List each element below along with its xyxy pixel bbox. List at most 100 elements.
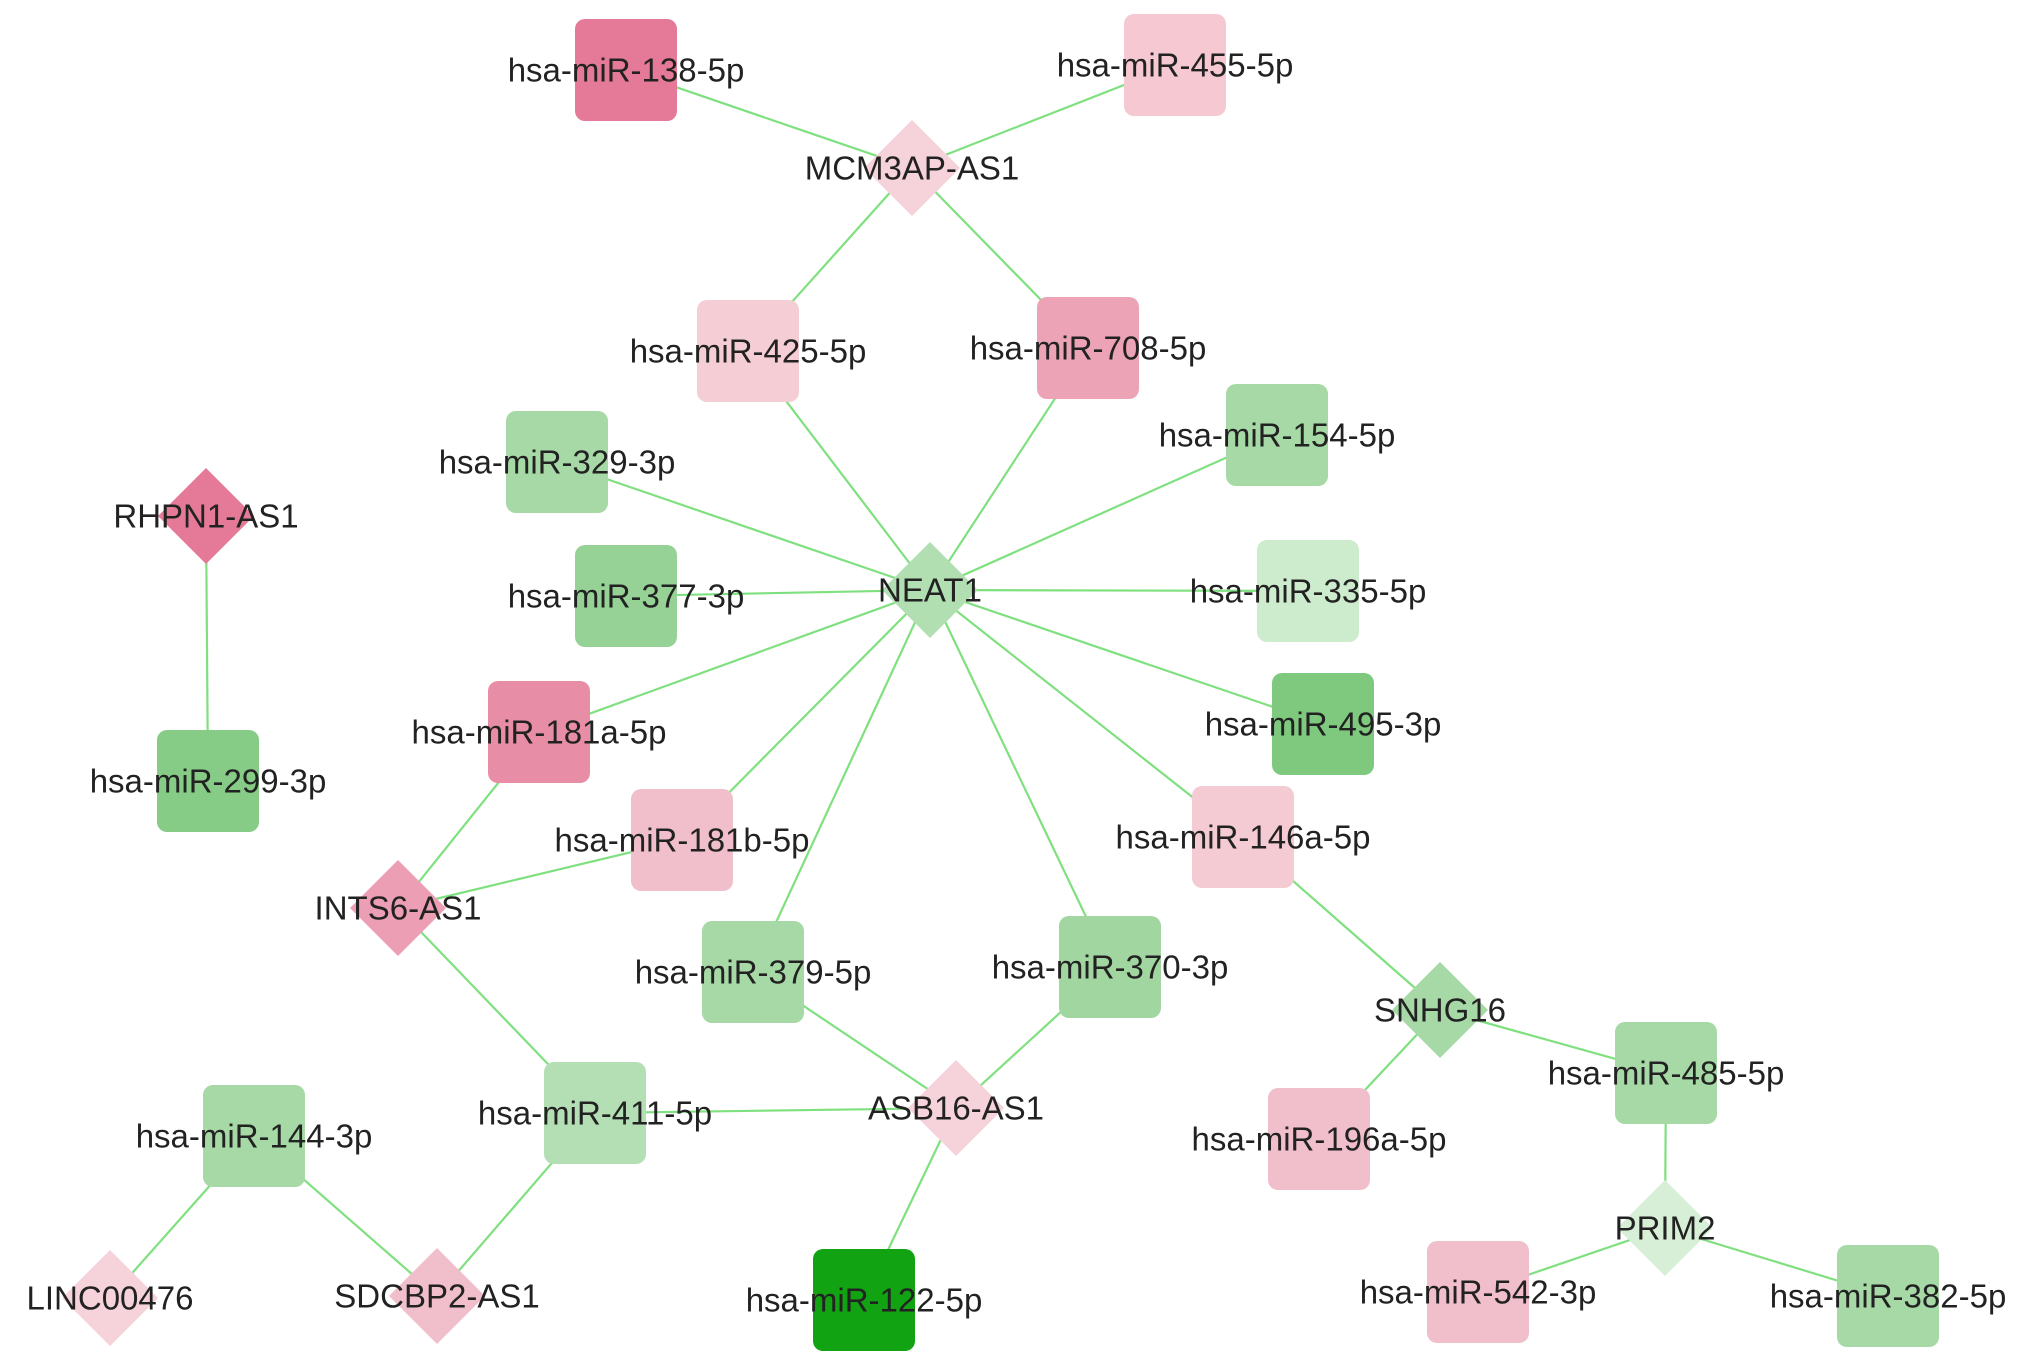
node-label-m329: hsa-miR-329-3p xyxy=(439,444,676,481)
node-label-m411: hsa-miR-411-5p xyxy=(478,1095,712,1132)
node-label-mcm3ap: MCM3AP-AS1 xyxy=(805,150,1020,187)
node-m146a[interactable]: hsa-miR-146a-5p xyxy=(1116,786,1371,888)
mirna-square-m370 xyxy=(1059,916,1161,1018)
mirna-square-m146a xyxy=(1192,786,1294,888)
node-label-snhg16: SNHG16 xyxy=(1374,992,1506,1029)
node-m329[interactable]: hsa-miR-329-3p xyxy=(439,411,676,513)
node-m382[interactable]: hsa-miR-382-5p xyxy=(1770,1245,2007,1347)
node-ints6[interactable]: INTS6-AS1 xyxy=(315,860,482,956)
node-label-m382: hsa-miR-382-5p xyxy=(1770,1278,2007,1315)
lncrna-diamond-asb16 xyxy=(908,1060,1004,1156)
node-m370[interactable]: hsa-miR-370-3p xyxy=(992,916,1229,1018)
node-label-m485: hsa-miR-485-5p xyxy=(1548,1055,1785,1092)
node-label-m144: hsa-miR-144-3p xyxy=(136,1118,373,1155)
node-label-m370: hsa-miR-370-3p xyxy=(992,949,1229,986)
mirna-square-m708 xyxy=(1037,297,1139,399)
node-label-asb16: ASB16-AS1 xyxy=(868,1090,1044,1127)
node-m181b[interactable]: hsa-miR-181b-5p xyxy=(555,789,810,891)
node-label-linc00476: LINC00476 xyxy=(27,1280,194,1317)
node-asb16[interactable]: ASB16-AS1 xyxy=(868,1060,1044,1156)
node-label-m425: hsa-miR-425-5p xyxy=(630,333,867,370)
lncrna-diamond-linc00476 xyxy=(62,1250,158,1346)
node-prim2[interactable]: PRIM2 xyxy=(1615,1180,1716,1276)
edge-m495-neat1 xyxy=(929,588,1324,726)
mirna-square-m485 xyxy=(1615,1022,1717,1124)
node-label-neat1: NEAT1 xyxy=(878,572,982,609)
node-linc00476[interactable]: LINC00476 xyxy=(27,1250,194,1346)
node-label-m181a: hsa-miR-181a-5p xyxy=(412,714,667,751)
node-label-sdcbp2: SDCBP2-AS1 xyxy=(334,1278,539,1315)
mirna-square-m382 xyxy=(1837,1245,1939,1347)
node-m196a[interactable]: hsa-miR-196a-5p xyxy=(1192,1088,1447,1190)
mirna-square-m299 xyxy=(157,730,259,832)
mirna-square-m495 xyxy=(1272,673,1374,775)
node-label-rhpn1: RHPN1-AS1 xyxy=(113,498,298,535)
mirna-square-m122 xyxy=(813,1249,915,1351)
node-rhpn1[interactable]: RHPN1-AS1 xyxy=(113,468,299,564)
node-m181a[interactable]: hsa-miR-181a-5p xyxy=(412,681,667,783)
node-m144[interactable]: hsa-miR-144-3p xyxy=(136,1085,373,1187)
lncrna-diamond-sdcbp2 xyxy=(389,1248,485,1344)
node-m708[interactable]: hsa-miR-708-5p xyxy=(970,297,1207,399)
node-m299[interactable]: hsa-miR-299-3p xyxy=(90,730,327,832)
node-m335[interactable]: hsa-miR-335-5p xyxy=(1190,540,1427,642)
node-mcm3ap[interactable]: MCM3AP-AS1 xyxy=(805,120,1020,216)
node-label-prim2: PRIM2 xyxy=(1615,1210,1716,1247)
edge-m370-neat1 xyxy=(929,589,1111,968)
mirna-square-m181b xyxy=(631,789,733,891)
edge-m335-neat1 xyxy=(929,588,1309,593)
mirna-square-m144 xyxy=(203,1085,305,1187)
node-label-ints6: INTS6-AS1 xyxy=(315,890,482,927)
edge-m146a-neat1 xyxy=(929,589,1244,838)
mirna-square-m335 xyxy=(1257,540,1359,642)
mirna-square-m411 xyxy=(544,1062,646,1164)
node-m455[interactable]: hsa-miR-455-5p xyxy=(1057,14,1294,116)
mirna-square-m329 xyxy=(506,411,608,513)
node-label-m146a: hsa-miR-146a-5p xyxy=(1116,819,1371,856)
node-label-m196a: hsa-miR-196a-5p xyxy=(1192,1121,1447,1158)
node-neat1[interactable]: NEAT1 xyxy=(878,542,982,638)
node-label-m335: hsa-miR-335-5p xyxy=(1190,573,1427,610)
mirna-square-m455 xyxy=(1124,14,1226,116)
node-label-m299: hsa-miR-299-3p xyxy=(90,763,327,800)
node-m485[interactable]: hsa-miR-485-5p xyxy=(1548,1022,1785,1124)
lncrna-diamond-rhpn1 xyxy=(158,468,254,564)
mirna-square-m425 xyxy=(697,300,799,402)
node-m377[interactable]: hsa-miR-377-3p xyxy=(508,545,745,647)
node-sdcbp2[interactable]: SDCBP2-AS1 xyxy=(334,1248,540,1344)
node-label-m154: hsa-miR-154-5p xyxy=(1159,417,1396,454)
node-m379[interactable]: hsa-miR-379-5p xyxy=(635,921,872,1023)
node-m425[interactable]: hsa-miR-425-5p xyxy=(630,300,867,402)
mirna-square-m377 xyxy=(575,545,677,647)
node-m495[interactable]: hsa-miR-495-3p xyxy=(1205,673,1442,775)
lncrna-diamond-prim2 xyxy=(1617,1180,1713,1276)
node-m122[interactable]: hsa-miR-122-5p xyxy=(746,1249,983,1351)
node-label-m495: hsa-miR-495-3p xyxy=(1205,706,1442,743)
node-m411[interactable]: hsa-miR-411-5p xyxy=(478,1062,712,1164)
node-m542[interactable]: hsa-miR-542-3p xyxy=(1360,1241,1597,1343)
mirna-square-m138 xyxy=(575,19,677,121)
node-label-m181b: hsa-miR-181b-5p xyxy=(555,822,810,859)
node-label-m138: hsa-miR-138-5p xyxy=(508,52,745,89)
edge-m329-neat1 xyxy=(556,460,931,592)
node-label-m122: hsa-miR-122-5p xyxy=(746,1282,983,1319)
node-snhg16[interactable]: SNHG16 xyxy=(1374,962,1506,1058)
mirna-square-m196a xyxy=(1268,1088,1370,1190)
lncrna-diamond-snhg16 xyxy=(1392,962,1488,1058)
mirna-square-m154 xyxy=(1226,384,1328,486)
mirna-square-m181a xyxy=(488,681,590,783)
node-label-m455: hsa-miR-455-5p xyxy=(1057,47,1294,84)
lncrna-diamond-neat1 xyxy=(882,542,978,638)
node-label-m708: hsa-miR-708-5p xyxy=(970,330,1207,367)
lncrna-diamond-mcm3ap xyxy=(864,120,960,216)
node-label-m379: hsa-miR-379-5p xyxy=(635,954,872,991)
lncrna-diamond-ints6 xyxy=(350,860,446,956)
node-m154[interactable]: hsa-miR-154-5p xyxy=(1159,384,1396,486)
node-label-m377: hsa-miR-377-3p xyxy=(508,578,745,615)
node-m138[interactable]: hsa-miR-138-5p xyxy=(508,19,745,121)
edge-m411-asb16 xyxy=(594,1106,957,1115)
mirna-square-m379 xyxy=(702,921,804,1023)
mirna-square-m542 xyxy=(1427,1241,1529,1343)
